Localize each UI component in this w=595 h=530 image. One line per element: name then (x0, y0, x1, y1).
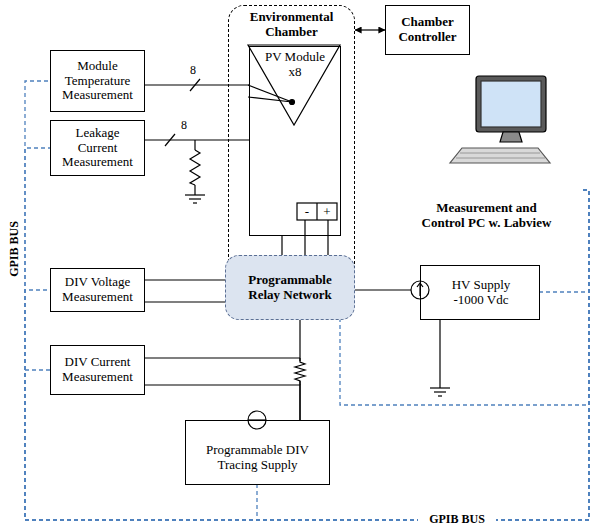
pv-triangle (248, 45, 340, 125)
resistor-symbol (295, 358, 305, 385)
ground-symbol (185, 194, 205, 195)
gpib-bus-line (25, 81, 589, 520)
monitor-stand (500, 132, 522, 142)
gpib-bus-line (540, 190, 589, 292)
gpib-bus-line (25, 190, 589, 520)
bus-width: 8 (186, 62, 200, 78)
ground-wire (439, 320, 440, 388)
wire-connector (327, 236, 328, 255)
terminal-box (297, 203, 337, 220)
sense-wire (145, 301, 225, 302)
monitor-screen (481, 81, 541, 127)
bus-width: 8 (177, 117, 191, 133)
bus-label: GPIB BUS (418, 511, 496, 527)
wire-connector (355, 289, 420, 290)
keyboard (450, 148, 550, 163)
node-text: Leakage Current Measurement (55, 126, 140, 171)
controller-box: Chamber Controller (385, 5, 470, 55)
wire-connector (145, 385, 300, 420)
computer-icon: Measurement and Control PC w. Labview (390, 70, 583, 235)
node-text: Chamber Controller (390, 15, 465, 45)
ground-symbol (430, 387, 450, 388)
wire-connector (145, 84, 249, 85)
bus-label: GPIB BUS (6, 209, 22, 289)
resistor-symbol (190, 150, 200, 185)
node-text: PV Module x8 (261, 50, 329, 80)
instrument-box: DIV Voltage Measurement (50, 268, 145, 312)
ground-symbol (189, 198, 201, 199)
node-text: DIV Current Measurement (55, 355, 140, 385)
bus-slash (190, 79, 200, 91)
gpib-bus-line (25, 148, 589, 520)
ground-symbol (434, 391, 446, 392)
keyboard-row (460, 153, 540, 154)
wire-connector (145, 139, 249, 140)
terminal-sign: + (320, 203, 334, 220)
keyboard-row (456, 158, 545, 159)
node-text: DIV Voltage Measurement (55, 275, 140, 305)
ground-symbol (438, 395, 442, 396)
instrument-box: DIV Current Measurement (50, 345, 145, 395)
wire-connector (355, 29, 385, 30)
thermocouple-wire (248, 97, 292, 102)
supply-box: HV Supply -1000 Vdc (420, 265, 540, 320)
resistor-lead (194, 140, 195, 150)
ground-symbol (193, 202, 197, 203)
node-text: Programmable DIV Tracing Supply (192, 443, 323, 473)
node-text: Measurement and Control PC w. Labview (420, 201, 553, 231)
gpib-bus-line (257, 190, 589, 520)
gpib-bus-line (25, 190, 589, 520)
chamber-region: Environmental Chamber PV Module x8 (228, 5, 355, 290)
sense-wire (145, 357, 300, 358)
wire-connector (145, 279, 225, 280)
thermocouple-wire (248, 85, 292, 102)
resistor-lead (194, 185, 195, 195)
terminal-sign: - (300, 203, 314, 220)
bus-slash (165, 134, 175, 146)
node-text: HV Supply -1000 Vdc (443, 278, 519, 308)
node-text: Programmable Relay Network (232, 273, 348, 303)
gpib-bus-line (340, 190, 589, 405)
terminal-divider (316, 203, 317, 220)
monitor-frame (476, 76, 546, 132)
supply-box: Programmable DIV Tracing Supply (185, 420, 330, 485)
instrument-box: Module Temperature Measurement (50, 50, 145, 112)
frame-wire (281, 235, 282, 255)
terminal-wire (327, 220, 328, 235)
relay-network: Programmable Relay Network (225, 255, 355, 320)
node-text: Module Temperature Measurement (55, 59, 140, 104)
instrument-box: Leakage Current Measurement (50, 120, 145, 176)
terminal-wire (304, 220, 305, 255)
node-text: Environmental Chamber (233, 10, 350, 40)
thermocouple-junction (290, 100, 295, 105)
